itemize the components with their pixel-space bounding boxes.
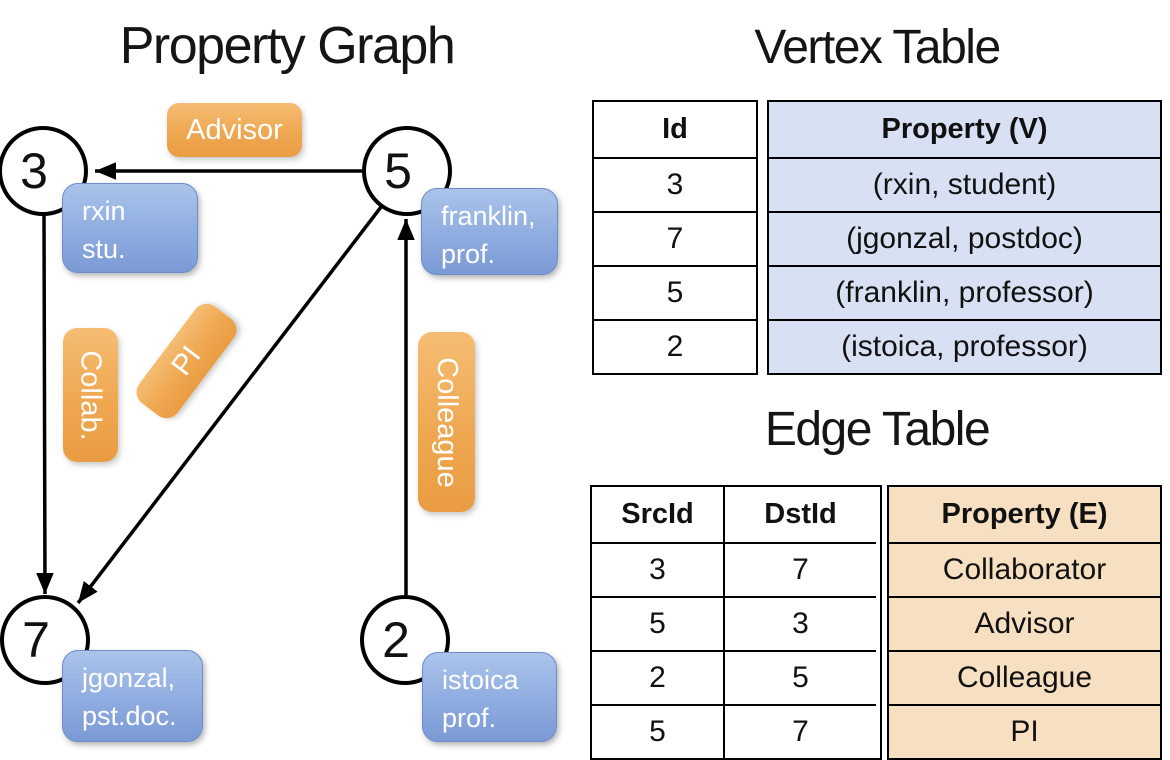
node-7-property-box: jgonzal, pst.doc. xyxy=(62,650,203,742)
edge-table-header-dst: DstId xyxy=(723,487,876,542)
edge-collab-3-to-7 xyxy=(36,213,54,595)
edge-table-title: Edge Table xyxy=(764,403,991,456)
edge-row-dst: 3 xyxy=(723,596,876,650)
edge-table-id-columns: SrcId DstId 3 7 5 3 2 5 5 7 xyxy=(590,485,882,760)
node-3-property-box: rxin stu. xyxy=(62,183,198,273)
edge-row-dst: 7 xyxy=(723,704,876,758)
vertex-row-id: 2 xyxy=(594,319,756,373)
node-5-property-box: franklin, prof. xyxy=(421,188,558,275)
graph-node-5: 5 xyxy=(362,126,452,216)
vertex-row-property: (istoica, professor) xyxy=(769,319,1160,373)
node-3-id: 3 xyxy=(20,143,48,199)
vertex-table: Id 3 7 5 2 Property (V) (rxin, student) … xyxy=(592,100,1162,375)
edge-label-collab: Collab. xyxy=(63,328,118,462)
edge-label-pi-text: PI xyxy=(165,340,208,382)
vertex-row-property: (rxin, student) xyxy=(769,157,1160,211)
edge-table-header-row: SrcId DstId xyxy=(592,487,880,542)
node-2-property-box: istoica prof. xyxy=(422,652,557,742)
edge-row-property: Colleague xyxy=(889,650,1160,704)
node-5-property-line2: prof. xyxy=(441,239,496,269)
node-3-property-line2: stu. xyxy=(82,234,126,264)
node-7-property-line1: jgonzal, xyxy=(82,663,176,693)
graph-node-2: 2 xyxy=(360,595,450,685)
edge-label-colleague: Colleague xyxy=(418,332,475,512)
edge-row-property: Advisor xyxy=(889,596,1160,650)
edge-table-row: 2 5 xyxy=(592,650,880,704)
node-2-id: 2 xyxy=(382,612,410,668)
edge-row-src: 2 xyxy=(592,650,723,704)
edge-row-src: 5 xyxy=(592,704,723,758)
edge-label-colleague-text: Colleague xyxy=(431,356,464,488)
edge-table-row: 3 7 xyxy=(592,542,880,596)
edge-label-advisor: Advisor xyxy=(167,103,302,157)
edge-table-row: 5 3 xyxy=(592,596,880,650)
property-graph-title: Property Graph xyxy=(119,17,456,75)
node-5-id: 5 xyxy=(384,143,412,199)
node-3-property-line1: rxin xyxy=(82,196,126,226)
edge-table-header-property: Property (E) xyxy=(941,498,1108,530)
graph-edges xyxy=(36,162,415,605)
vertex-table-property-column: Property (V) (rxin, student) (jgonzal, p… xyxy=(767,100,1162,375)
vertex-row-property: (franklin, professor) xyxy=(769,265,1160,319)
edge-row-dst: 5 xyxy=(723,650,876,704)
node-2-property-line1: istoica xyxy=(442,665,519,695)
vertex-table-id-column: Id 3 7 5 2 xyxy=(592,100,758,375)
edge-table-header-src: SrcId xyxy=(621,498,694,530)
edge-table: SrcId DstId 3 7 5 3 2 5 5 7 Property (E)… xyxy=(590,485,1162,760)
edge-row-property: PI xyxy=(889,704,1160,758)
edge-row-property: Collaborator xyxy=(889,542,1160,596)
edge-label-collab-text: Collab. xyxy=(75,349,107,441)
node-7-id: 7 xyxy=(22,612,50,668)
vertex-row-id: 3 xyxy=(594,157,756,211)
edge-label-advisor-text: Advisor xyxy=(186,113,283,146)
edge-table-property-column: Property (E) Collaborator Advisor Collea… xyxy=(887,485,1162,760)
edge-row-src: 5 xyxy=(592,596,723,650)
vertex-table-title: Vertex Table xyxy=(754,21,1001,74)
vertex-row-id: 5 xyxy=(594,265,756,319)
vertex-row-id: 7 xyxy=(594,211,756,265)
node-5-property-line1: franklin, xyxy=(441,201,536,231)
edge-row-src: 3 xyxy=(592,542,723,596)
edge-pi-5-to-7 xyxy=(76,205,383,605)
vertex-table-header-id: Id xyxy=(662,113,688,145)
edge-table-row: 5 7 xyxy=(592,704,880,758)
edge-row-dst: 7 xyxy=(723,542,876,596)
node-7-property-line2: pst.doc. xyxy=(82,701,177,731)
node-2-property-line2: prof. xyxy=(442,703,497,733)
vertex-row-property: (jgonzal, postdoc) xyxy=(769,211,1160,265)
vertex-table-header-property: Property (V) xyxy=(881,113,1048,145)
